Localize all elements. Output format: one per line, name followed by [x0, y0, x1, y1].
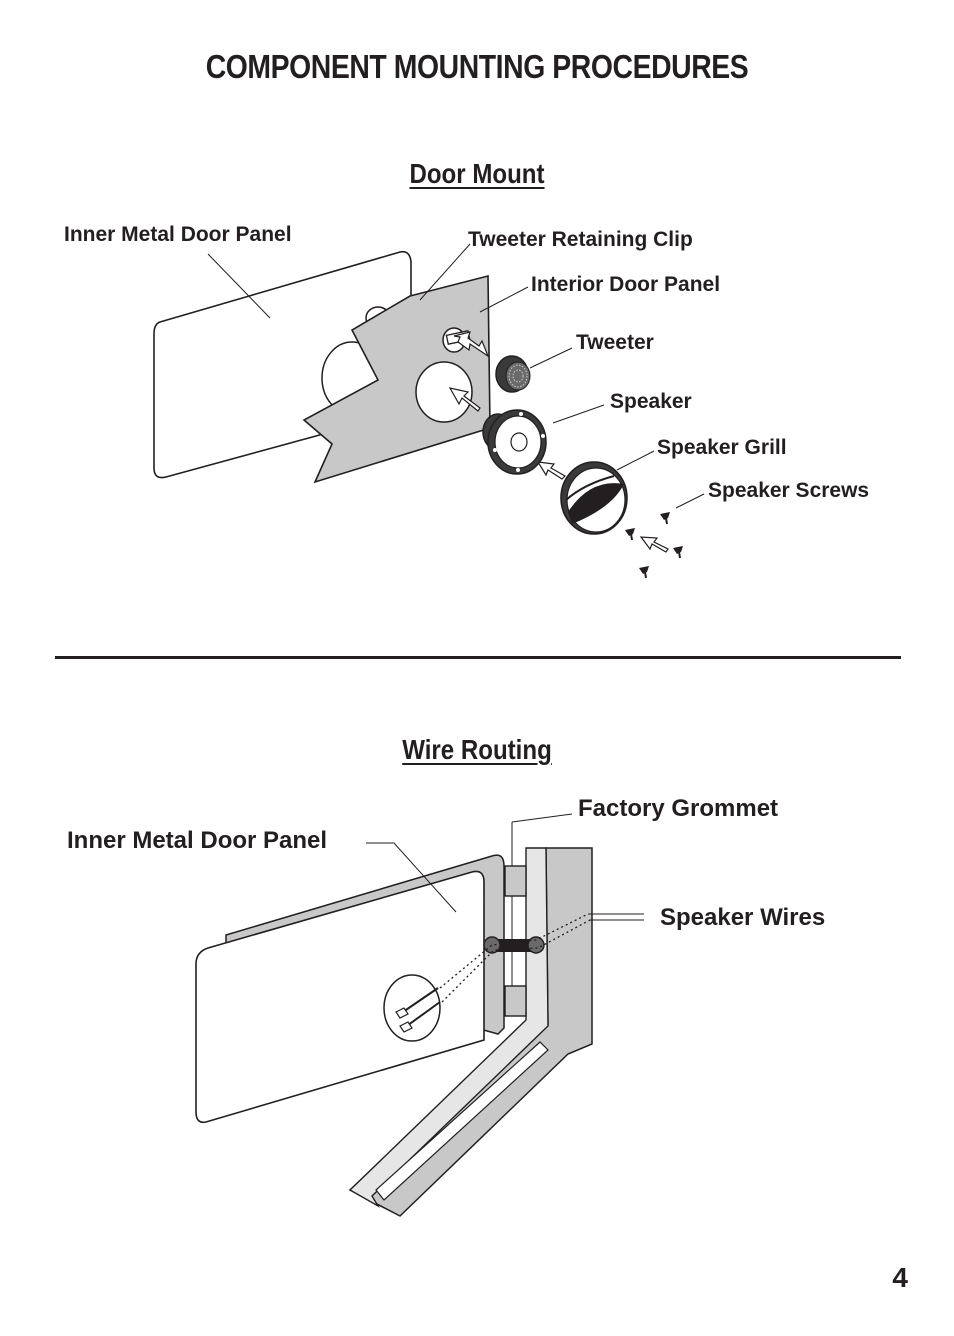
speaker-screw-1: [660, 512, 670, 525]
door-jamb-slot: [375, 1041, 549, 1201]
interior-panel-speaker-hole: [415, 361, 473, 423]
label-inner-metal-door-panel: Inner Metal Door Panel: [64, 223, 292, 246]
speaker-wire-dotted-1: [439, 913, 589, 989]
tweeter-shape: [495, 355, 531, 393]
label-tweeter: Tweeter: [576, 331, 654, 354]
wire-routing-speaker-hole: [383, 974, 441, 1042]
leader-speaker: [552, 404, 605, 424]
door-mount-diagram: [153, 243, 705, 579]
wire-routing-inner-metal-door-panel: [195, 870, 485, 1124]
tweeter-insert-arrow: [453, 331, 490, 358]
door-mount-heading: Door Mount: [409, 158, 545, 189]
section-divider: [55, 656, 901, 659]
leader-interior-door-panel: [479, 286, 529, 313]
speaker-wire-terminals: [395, 987, 441, 1033]
leader-tweeter-retaining-clip: [419, 243, 471, 301]
leader-factory-grommet: [511, 813, 573, 823]
leader-inner-metal-door-panel: [207, 253, 271, 319]
hinge-block-lower: [504, 985, 527, 1017]
label-tweeter-retaining-clip: Tweeter Retaining Clip: [468, 228, 693, 251]
speaker-grill-shape: [560, 461, 628, 535]
label-speaker-wires: Speaker Wires: [660, 904, 826, 931]
factory-grommet-shape: [483, 936, 545, 954]
wire-routing-heading: Wire Routing: [402, 734, 552, 765]
interior-door-panel-shape: [302, 274, 491, 484]
label-speaker: Speaker: [610, 390, 692, 413]
leader-speaker-screws: [675, 493, 705, 509]
grill-insert-arrow: [536, 461, 566, 480]
speaker-screw-2: [625, 528, 635, 541]
page-number: 4: [892, 1262, 908, 1293]
label-factory-grommet: Factory Grommet: [578, 795, 779, 822]
leader-speaker-grill: [616, 450, 655, 471]
door-jamb-gray: [348, 847, 593, 1217]
speaker-screw-3: [673, 546, 683, 559]
label-speaker-screws: Speaker Screws: [708, 479, 870, 502]
screws-insert-arrow: [639, 536, 669, 553]
wire-routing-panel-depth: [225, 854, 505, 1035]
door-jamb-light: [348, 847, 549, 1208]
page-title: COMPONENT MOUNTING PROCEDURES: [205, 48, 749, 85]
speaker-wire-dotted-2: [441, 919, 591, 1003]
leader-wr-inner-metal-door-panel: [366, 842, 457, 913]
speaker-screw-4: [639, 566, 649, 579]
speaker-insert-arrow: [448, 387, 481, 412]
leader-tweeter: [529, 347, 573, 369]
label-wr-inner-metal-door-panel: Inner Metal Door Panel: [67, 827, 328, 854]
hinge-block-upper: [504, 865, 527, 897]
speaker-shape: [482, 409, 547, 475]
label-speaker-grill: Speaker Grill: [657, 436, 787, 459]
label-interior-door-panel: Interior Door Panel: [531, 273, 721, 296]
